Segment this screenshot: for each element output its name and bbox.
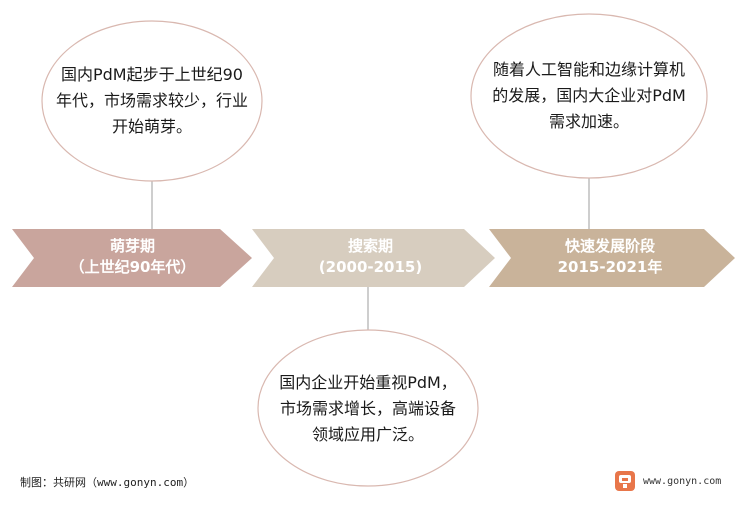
stage-1-label: 萌芽期 （上世纪90年代）	[40, 236, 225, 278]
stage-2-title: 搜索期	[347, 237, 393, 255]
source-credit: 制图：共研网（www.gonyn.com）	[20, 476, 195, 489]
stage-arrow-1	[12, 229, 252, 287]
site-url: www.gonyn.com	[643, 476, 722, 487]
gonyn-logo-icon	[615, 471, 635, 491]
stage-3-title: 快速发展阶段	[564, 237, 655, 255]
stage-2-subtitle: (2000-2015)	[318, 258, 423, 276]
bubble-stage-2	[257, 329, 479, 487]
stage-2-note: 国内企业开始重视PdM， 市场需求增长，高端设备 领域应用广泛。	[279, 373, 457, 444]
stage-1-subtitle: （上世纪90年代）	[69, 258, 196, 276]
bubble-stage-3	[470, 13, 708, 179]
stage-2-label: 搜索期 (2000-2015)	[278, 236, 463, 278]
stage-1-title: 萌芽期	[109, 237, 155, 255]
bubble-stage-1	[41, 20, 263, 182]
stage-3-subtitle: 2015-2021年	[557, 258, 663, 276]
stage-arrow-3	[489, 229, 735, 287]
stage-arrow-2	[252, 229, 495, 287]
stage-3-label: 快速发展阶段 2015-2021年	[515, 236, 705, 278]
stage-3-note: 随着人工智能和边缘计算机 的发展，国内大企业对PdM 需求加速。	[492, 60, 686, 131]
stage-1-note: 国内PdM起步于上世纪90 年代，市场需求较少，行业 开始萌芽。	[55, 65, 248, 136]
